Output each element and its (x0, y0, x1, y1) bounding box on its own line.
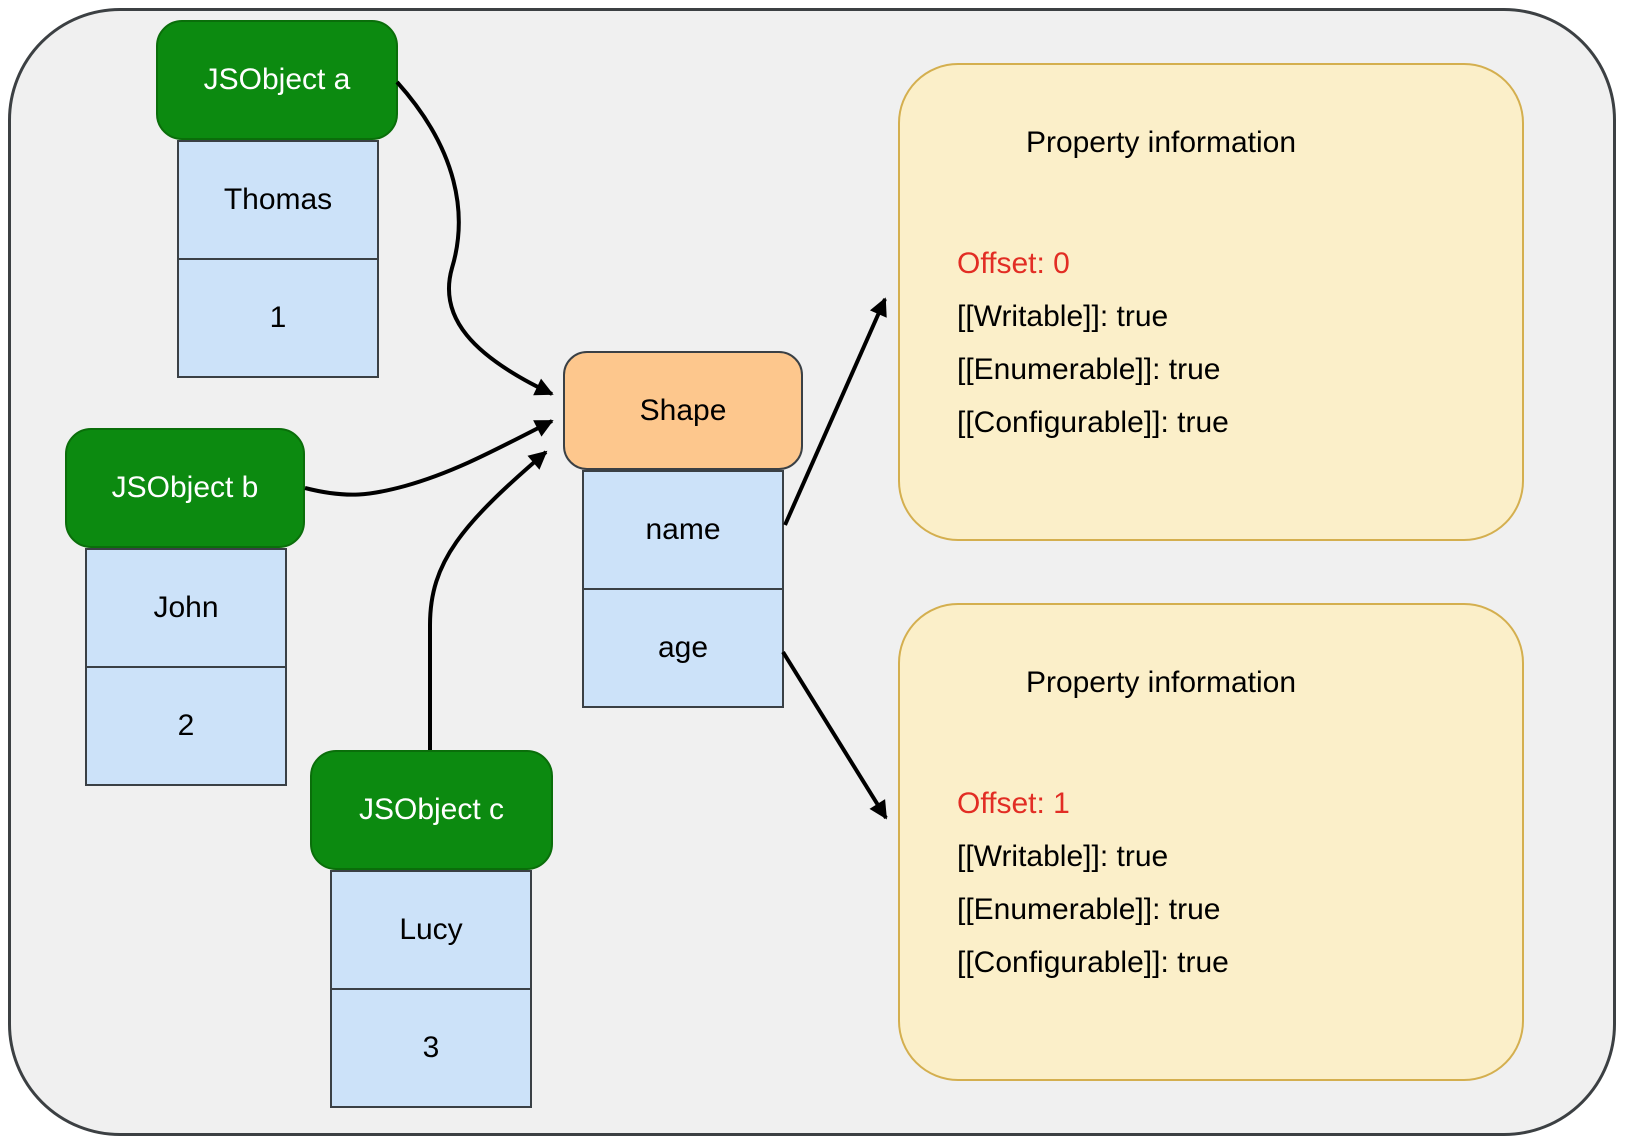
shape-table: name age (582, 470, 784, 708)
jsobject-c-table: Lucy 3 (330, 870, 532, 1108)
property-attribute: [[Writable]]: true (957, 300, 1169, 333)
jsobject-a-header: JSObject a (156, 20, 398, 140)
property-info-body: Offset: 1 [[Writable]]: true [[Enumerabl… (900, 777, 1522, 989)
property-info-title: Property information (1025, 126, 1297, 159)
table-cell: Thomas (177, 140, 379, 260)
table-cell: 1 (177, 258, 379, 378)
shape-header: Shape (563, 351, 803, 470)
offset-label: Offset: 0 (957, 247, 1070, 280)
jsobject-b-table: John 2 (85, 548, 287, 786)
jsobject-b-header: JSObject b (65, 428, 305, 548)
table-cell: John (85, 548, 287, 668)
property-attribute: [[Configurable]]: true (957, 406, 1229, 439)
jsobject-c-header: JSObject c (310, 750, 553, 870)
table-cell: 2 (85, 666, 287, 786)
shape-cell-name: name (582, 470, 784, 590)
jsobject-a-table: Thomas 1 (177, 140, 379, 378)
property-info-title: Property information (1025, 666, 1297, 699)
property-attribute: [[Enumerable]]: true (957, 353, 1221, 386)
property-info-box-0: Property information Offset: 0 [[Writabl… (898, 63, 1524, 541)
property-info-box-1: Property information Offset: 1 [[Writabl… (898, 603, 1524, 1081)
property-attribute: [[Writable]]: true (957, 840, 1169, 873)
offset-label: Offset: 1 (957, 787, 1070, 820)
shape-cell-age: age (582, 588, 784, 708)
table-cell: Lucy (330, 870, 532, 990)
property-info-body: Offset: 0 [[Writable]]: true [[Enumerabl… (900, 237, 1522, 449)
property-attribute: [[Enumerable]]: true (957, 893, 1221, 926)
property-attribute: [[Configurable]]: true (957, 946, 1229, 979)
table-cell: 3 (330, 988, 532, 1108)
